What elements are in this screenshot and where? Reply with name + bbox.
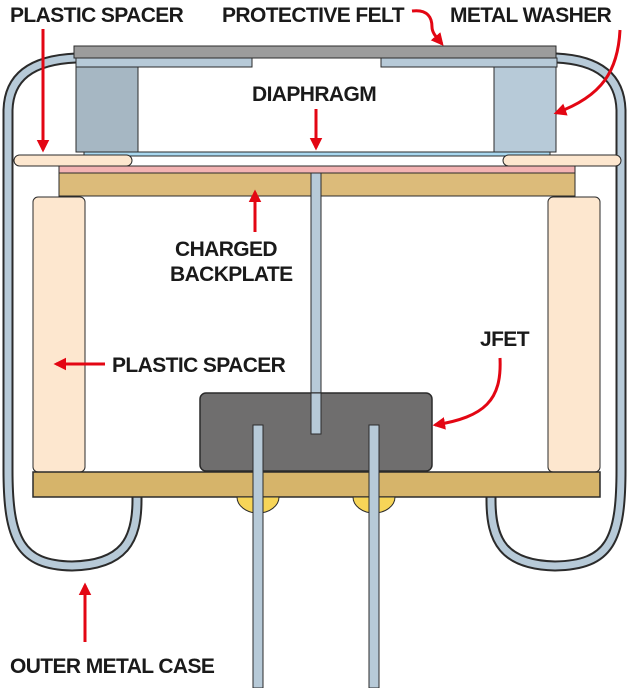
plastic-spacer-thin-left	[13, 154, 133, 167]
pcb-board	[32, 471, 601, 498]
outer-metal-case-left-fill	[4, 54, 141, 570]
label-diaphragm: DIAPHRAGM	[252, 83, 376, 106]
protective-felt	[73, 45, 557, 59]
case-top-lip-left	[75, 57, 253, 68]
label-outer-metal-case: OUTER METAL CASE	[10, 655, 215, 678]
label-charged-backplate-line2: BACKPLATE	[170, 263, 293, 286]
output-pin-right	[368, 424, 380, 688]
label-charged-backplate-line1: CHARGED	[175, 238, 277, 261]
label-jfet: JFET	[480, 328, 530, 351]
arrow-metal-washer	[553, 29, 622, 116]
metal-washer-right	[493, 66, 557, 153]
arrow-protective-felt	[411, 9, 444, 46]
label-plastic-spacer-side: PLASTIC SPACER	[112, 354, 286, 377]
label-protective-felt: PROTECTIVE FELT	[222, 4, 405, 27]
electret-layer	[58, 165, 576, 174]
case-top-lip-right	[380, 57, 558, 68]
label-plastic-spacer-top: PLASTIC SPACER	[10, 4, 184, 27]
arrow-jfet	[432, 357, 502, 430]
diaphragm	[83, 151, 551, 157]
plastic-spacer-thin-right	[502, 154, 622, 167]
plastic-spacer-side-left	[32, 196, 86, 473]
plastic-spacer-side-right	[547, 196, 601, 473]
output-pin-left	[252, 424, 264, 688]
metal-washer-left	[75, 66, 139, 153]
gate-lead-inside	[310, 392, 322, 435]
label-metal-washer: METAL WASHER	[450, 4, 612, 27]
